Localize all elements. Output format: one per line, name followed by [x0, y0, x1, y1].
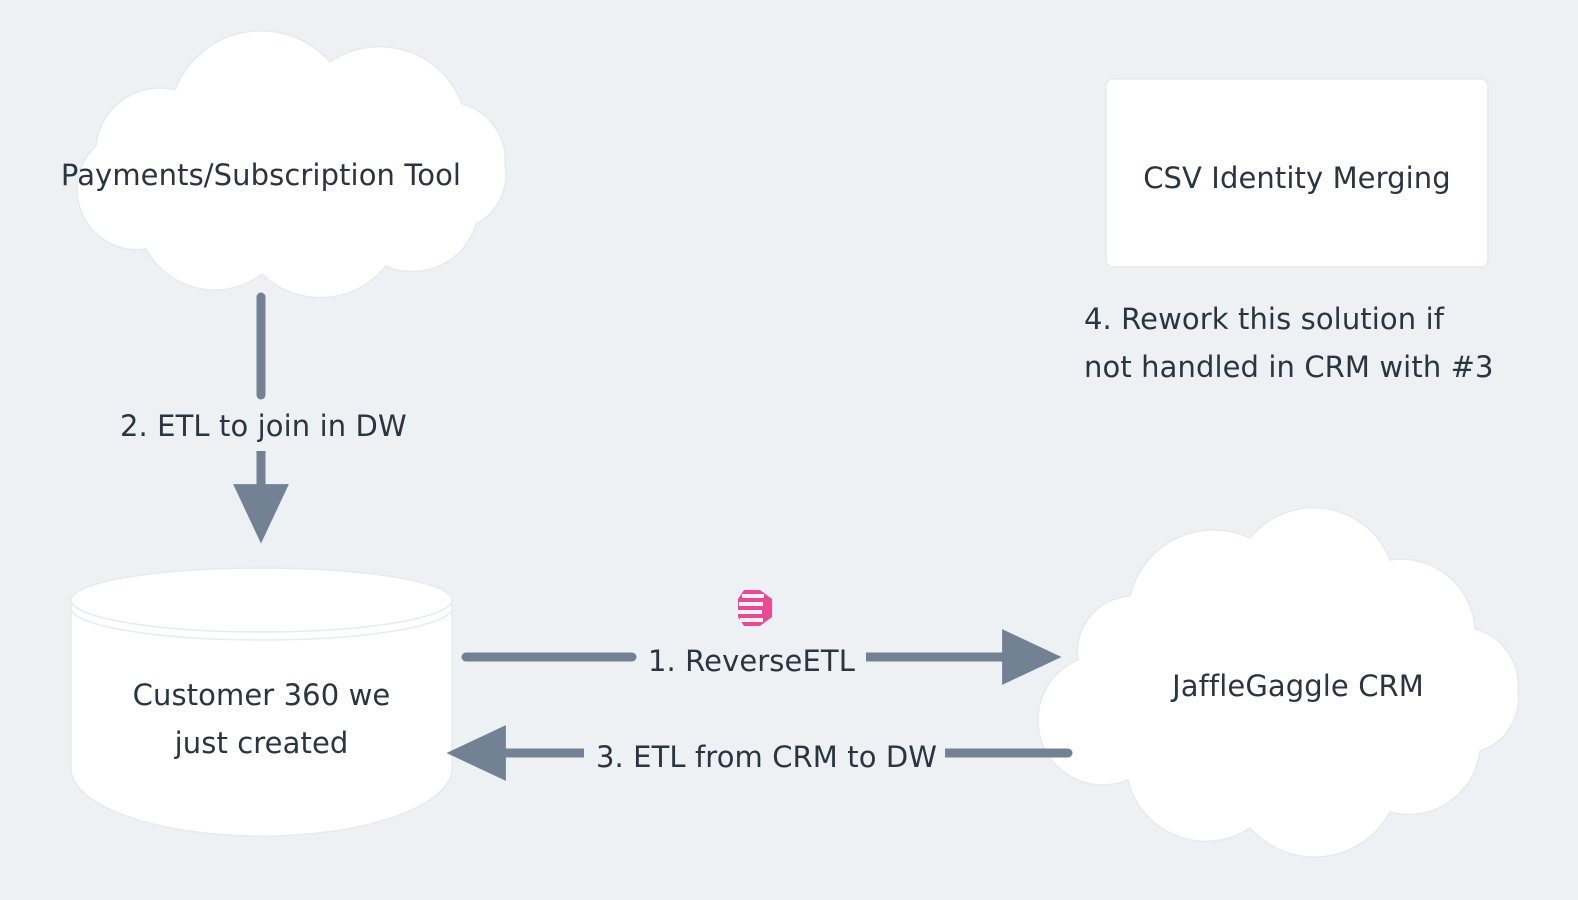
edge-label-etl-join-dw: 2. ETL to join in DW: [113, 403, 414, 451]
hightouch-logo-icon: [737, 590, 772, 626]
edge-label-reverse-etl: 1. ReverseETL: [640, 638, 863, 686]
edge-label-etl-from-crm-to-dw: 3. ETL from CRM to DW: [588, 734, 946, 782]
node-csv-identity-merging[interactable]: [1105, 78, 1489, 268]
node-jafflegaggle-crm[interactable]: [1037, 507, 1520, 858]
node-customer-360[interactable]: [70, 567, 453, 837]
node-payments-tool[interactable]: [76, 30, 507, 299]
